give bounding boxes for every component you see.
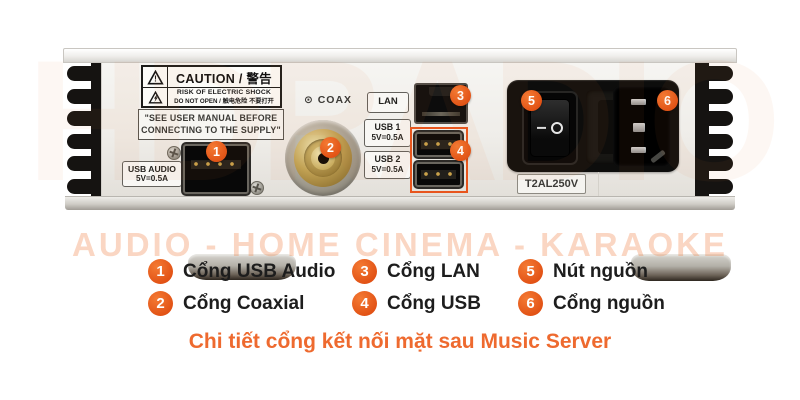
- coax-label: ⊙ COAX: [303, 94, 353, 106]
- legend-item: 1 Cổng USB Audio: [148, 259, 335, 284]
- caution-risk-line: RISK OF ELECTRIC SHOCK: [176, 89, 272, 96]
- caution-open-line: DO NOT OPEN / 触电危险 不要打开: [174, 98, 274, 105]
- manual-note-label: "SEE USER MANUAL BEFORE CONNECTING TO TH…: [138, 109, 284, 140]
- device-foot: [631, 254, 731, 281]
- fuse-rating-label: T2AL250V: [517, 174, 586, 194]
- device-rear-panel: ! CAUTION / 警告 RISK OF ELECTRIC SHOCK DO…: [63, 48, 737, 281]
- screw-icon: [167, 146, 181, 160]
- coaxial-rca-connector: [285, 120, 361, 196]
- legend-item: 3 Cổng LAN: [352, 259, 480, 284]
- heatsink-left: [67, 63, 105, 197]
- legend-label: Cổng Coaxial: [183, 292, 305, 314]
- coax-icon: ⊙: [303, 94, 314, 106]
- shock-triangle-icon: [143, 88, 168, 106]
- callout-badge-2: 2: [320, 137, 341, 158]
- chassis-top-edge: [63, 48, 737, 63]
- legend-badge: 4: [352, 291, 377, 316]
- legend-item: 4 Cổng USB: [352, 291, 481, 316]
- callout-badge-5: 5: [521, 90, 542, 111]
- legend-item: 6 Cổng nguồn: [518, 291, 665, 316]
- screw-icon: [250, 181, 264, 195]
- legend-badge: 2: [148, 291, 173, 316]
- legend-item: 2 Cổng Coaxial: [148, 291, 304, 316]
- callout-badge-1: 1: [206, 141, 227, 162]
- power-switch: [522, 91, 578, 165]
- callout-badge-3: 3: [450, 85, 471, 106]
- legend-badge: 1: [148, 259, 173, 284]
- device-foot: [188, 254, 296, 280]
- lan-label: LAN: [367, 92, 409, 113]
- legend-label: Cổng USB Audio: [183, 260, 336, 282]
- warning-triangle-icon: !: [143, 67, 168, 88]
- usb-ports-highlight-box: [410, 127, 468, 193]
- caution-label: ! CAUTION / 警告 RISK OF ELECTRIC SHOCK DO…: [141, 65, 282, 108]
- legend-badge: 3: [352, 259, 377, 284]
- panel-seam: [598, 172, 599, 198]
- heatsink-right: [695, 63, 733, 197]
- power-on-mark-icon: [537, 126, 546, 130]
- svg-text:!: !: [154, 74, 157, 83]
- legend-label: Cổng USB: [387, 292, 481, 314]
- callout-badge-4: 4: [450, 140, 471, 161]
- usb-audio-port: [183, 144, 249, 194]
- legend-badge: 5: [518, 259, 543, 284]
- usb1-label: USB 1 5V=0.5A: [364, 119, 411, 147]
- legend-item: 5 Nút nguồn: [518, 259, 648, 284]
- callout-badge-6: 6: [657, 90, 678, 111]
- usb2-port: [415, 162, 462, 187]
- caution-title: CAUTION / 警告: [168, 67, 280, 88]
- legend-label: Cổng nguồn: [553, 292, 665, 314]
- usb-audio-label: USB AUDIO 5V=0.5A: [122, 161, 182, 187]
- legend-label: Cổng LAN: [387, 260, 480, 282]
- legend-badge: 6: [518, 291, 543, 316]
- power-inlet-module: [507, 80, 679, 172]
- chassis-bottom-edge: [65, 196, 735, 210]
- legend-label: Nút nguồn: [553, 260, 648, 282]
- rear-panel-face: ! CAUTION / 警告 RISK OF ELECTRIC SHOCK DO…: [101, 63, 699, 198]
- figure-caption: Chi tiết cổng kết nối mặt sau Music Serv…: [188, 330, 612, 353]
- usb2-label: USB 2 5V=0.5A: [364, 151, 411, 179]
- power-off-mark-icon: [551, 122, 563, 134]
